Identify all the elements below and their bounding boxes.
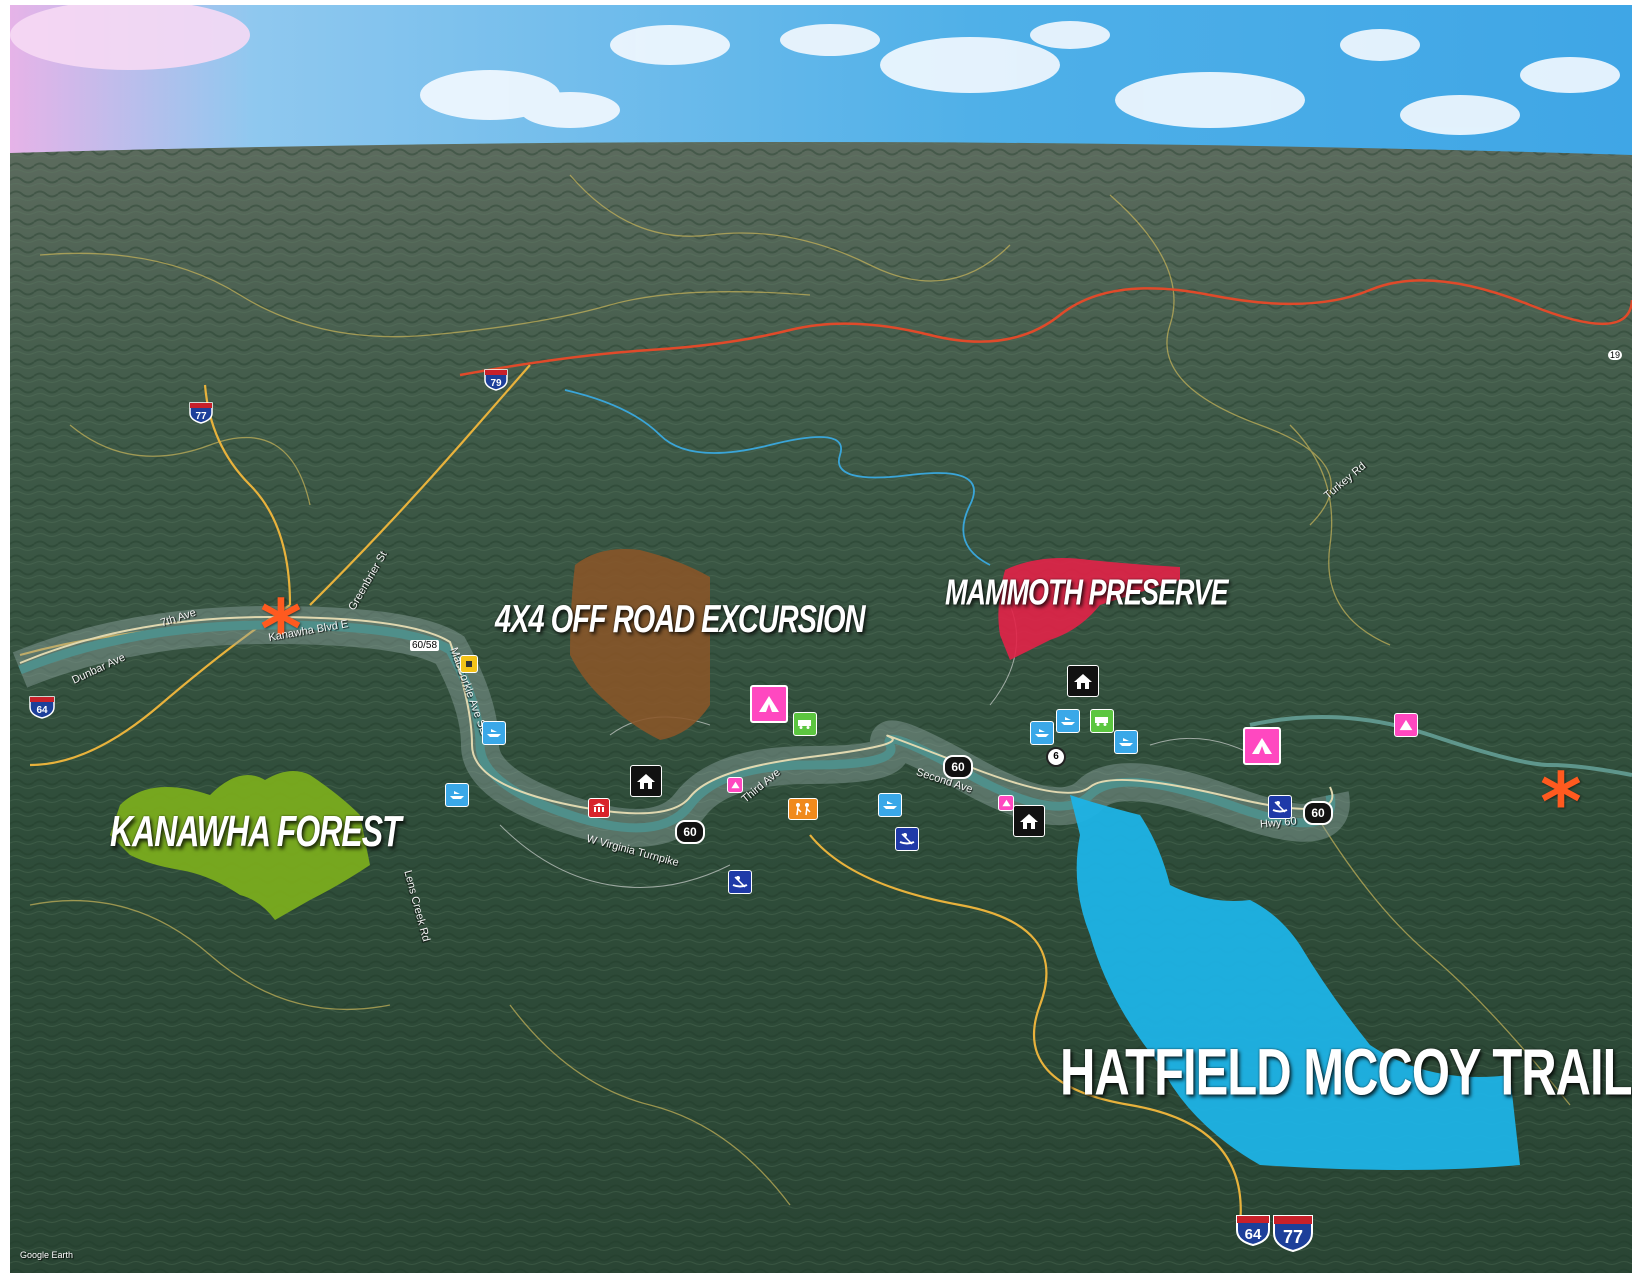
mammoth-preserve-area bbox=[998, 557, 1180, 660]
us-60-58-label: 60/58 bbox=[410, 640, 440, 651]
tent-icon[interactable] bbox=[998, 795, 1014, 811]
tent-icon[interactable] bbox=[1243, 727, 1281, 765]
museum-icon[interactable] bbox=[588, 798, 610, 818]
kanawha-forest-area bbox=[110, 771, 370, 920]
red-trail bbox=[459, 279, 1632, 377]
interstate-64-west-shield: 64 bbox=[29, 696, 55, 719]
mammoth-preserve-label: MAMMOTH PRESERVE bbox=[945, 572, 1229, 613]
svg-text:79: 79 bbox=[490, 378, 502, 389]
svg-text:77: 77 bbox=[1283, 1227, 1303, 1247]
river-road bbox=[19, 615, 1334, 815]
route-6-shield: 6 bbox=[1046, 747, 1066, 767]
tent-icon[interactable] bbox=[750, 685, 788, 723]
interstate-79-shield: 79 bbox=[484, 369, 508, 391]
boat-icon[interactable] bbox=[1056, 709, 1080, 733]
highways bbox=[19, 364, 1242, 1226]
hatfield-mccoy-label: HATFIELD MCCOY TRAILS bbox=[1060, 1036, 1632, 1110]
terrain-map bbox=[10, 5, 1632, 1273]
kanawha-forest-label: KANAWHA FOREST bbox=[110, 807, 402, 856]
lodge-icon[interactable] bbox=[1013, 805, 1045, 837]
lodge-icon[interactable] bbox=[1067, 665, 1099, 697]
clouds bbox=[10, 5, 1620, 135]
google-earth-attribution: Google Earth bbox=[20, 1250, 74, 1260]
kayak-icon[interactable] bbox=[895, 827, 919, 851]
tent-icon[interactable] bbox=[727, 777, 743, 793]
creek bbox=[564, 389, 991, 566]
hiking-icon[interactable] bbox=[788, 798, 818, 820]
rv-icon[interactable] bbox=[1090, 709, 1114, 733]
svg-text:64: 64 bbox=[1245, 1226, 1262, 1243]
minor-roads bbox=[29, 174, 1571, 1206]
off-road-area bbox=[570, 549, 710, 740]
boat-icon[interactable] bbox=[1030, 721, 1054, 745]
river bbox=[18, 620, 1336, 833]
asterisk-marker-charleston[interactable]: * bbox=[260, 583, 302, 676]
interstate-64-south-shield: 64 bbox=[1236, 1215, 1270, 1246]
us-60-shield: 60 bbox=[675, 820, 705, 844]
boat-icon[interactable] bbox=[878, 793, 902, 817]
lodge-icon[interactable] bbox=[630, 765, 662, 797]
interstate-77-north-shield: 77 bbox=[189, 402, 213, 424]
boat-icon[interactable] bbox=[445, 783, 469, 807]
boat-icon[interactable] bbox=[482, 721, 506, 745]
kayak-icon[interactable] bbox=[728, 870, 752, 894]
boat-icon[interactable] bbox=[1114, 730, 1138, 754]
interstate-77-south-shield: 77 bbox=[1273, 1215, 1313, 1252]
us-60-shield: 60 bbox=[1303, 801, 1333, 825]
tributary bbox=[1249, 715, 1632, 777]
svg-text:77: 77 bbox=[195, 411, 207, 422]
rv-icon[interactable] bbox=[793, 712, 817, 736]
route-19-label: 19 bbox=[1608, 350, 1623, 360]
kayak-icon[interactable] bbox=[1268, 795, 1292, 819]
signal-icon[interactable] bbox=[460, 655, 478, 673]
off-road-label: 4X4 OFF ROAD EXCURSION bbox=[495, 598, 866, 642]
us-60-shield: 60 bbox=[943, 755, 973, 779]
hatfield-mccoy-area bbox=[1070, 795, 1520, 1170]
asterisk-marker-east[interactable]: * bbox=[1540, 756, 1582, 849]
tent-icon[interactable] bbox=[1394, 713, 1418, 737]
svg-text:64: 64 bbox=[36, 705, 48, 716]
map-view[interactable]: * * KANAWHA FOREST 4X4 OFF ROAD EXCURSIO… bbox=[10, 5, 1632, 1273]
